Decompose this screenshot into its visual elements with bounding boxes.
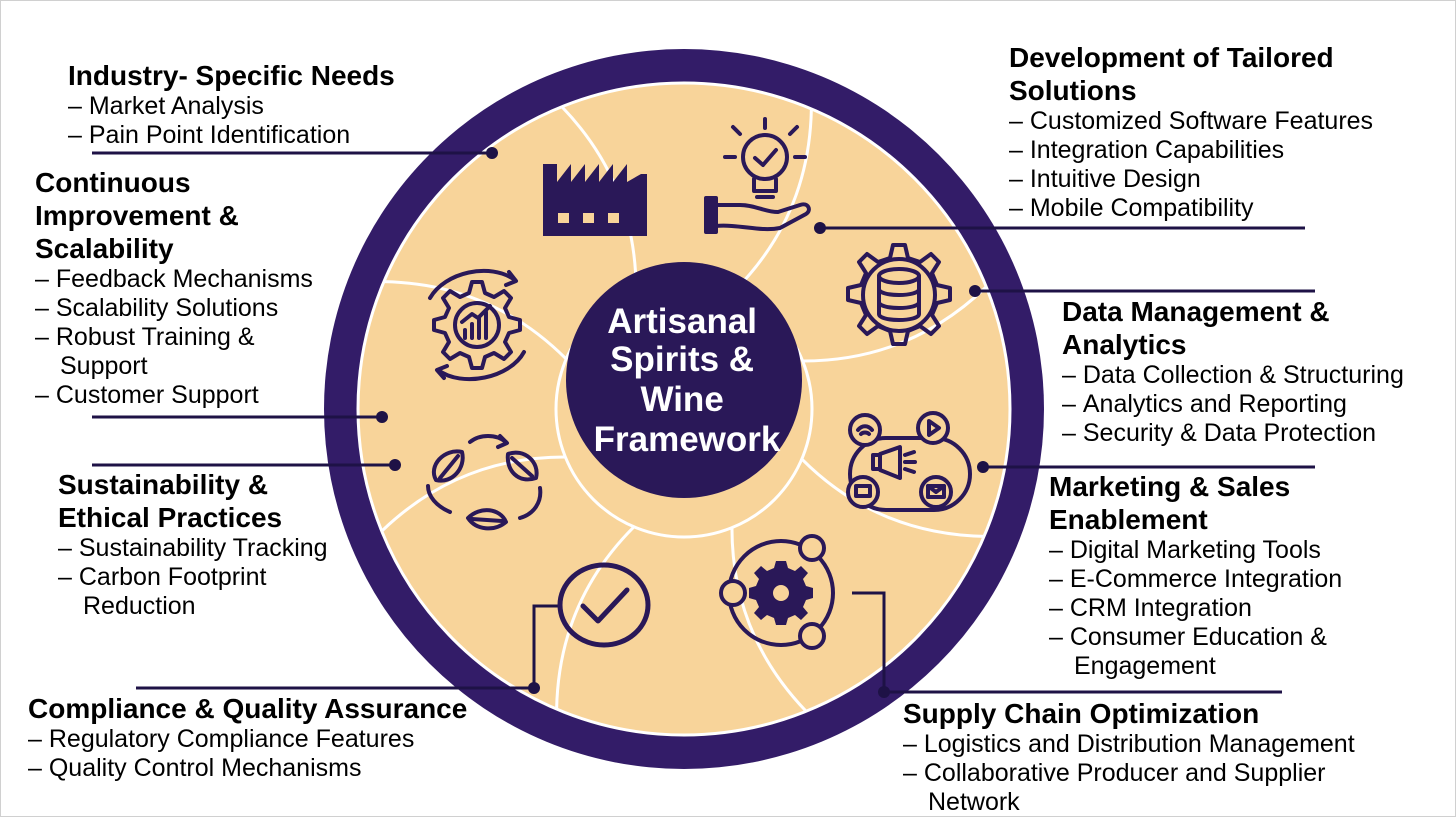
center-line-2: Spirits & xyxy=(610,340,754,379)
section-items-marketing: Digital Marketing Tools E-Commerce Integ… xyxy=(1049,536,1369,681)
dot-development xyxy=(814,222,826,234)
list-item: Digital Marketing Tools xyxy=(1049,536,1369,565)
section-improvement: Continuous Improvement & Scalability Fee… xyxy=(35,166,345,410)
connector-supply xyxy=(852,591,1282,694)
connector-compliance xyxy=(136,604,560,690)
segment-divider xyxy=(800,457,985,538)
network-gear-icon xyxy=(719,534,835,650)
list-item: Collaborative Producer and Supplier Netw… xyxy=(903,759,1383,817)
list-item: E-Commerce Integration xyxy=(1049,565,1369,594)
section-industry: Industry- Specific Needs Market Analysis… xyxy=(68,59,488,150)
section-supply: Supply Chain Optimization Logistics and … xyxy=(903,697,1383,817)
list-item: CRM Integration xyxy=(1049,594,1369,623)
section-items-improvement: Feedback Mechanisms Scalability Solution… xyxy=(35,265,345,410)
lightbulb-hand-icon xyxy=(704,117,811,234)
dot-supply xyxy=(878,686,890,698)
connector-dots xyxy=(376,147,989,698)
list-item: Analytics and Reporting xyxy=(1062,390,1452,419)
section-items-sustainability: Sustainability Tracking Carbon Footprint… xyxy=(58,534,368,621)
center-circle xyxy=(566,262,802,498)
factory-icon xyxy=(543,164,647,236)
section-title-improvement: Continuous Improvement & Scalability xyxy=(35,167,239,264)
list-item: Security & Data Protection xyxy=(1062,419,1452,448)
section-items-industry: Market Analysis Pain Point Identificatio… xyxy=(68,92,488,150)
section-items-supply: Logistics and Distribution Management Co… xyxy=(903,730,1383,817)
section-title-development: Development of Tailored Solutions xyxy=(1009,42,1334,106)
leaf-cycle-icon xyxy=(426,434,543,531)
list-item: Regulatory Compliance Features xyxy=(28,725,518,754)
section-items-development: Customized Software Features Integration… xyxy=(1009,107,1449,223)
section-compliance: Compliance & Quality Assurance Regulator… xyxy=(28,692,518,783)
section-sustainability: Sustainability & Ethical Practices Susta… xyxy=(58,468,368,621)
section-title-industry: Industry- Specific Needs xyxy=(68,60,395,91)
gear-cycle-icon xyxy=(428,268,526,382)
list-item: Data Collection & Structuring xyxy=(1062,361,1452,390)
section-data: Data Management & Analytics Data Collect… xyxy=(1062,295,1452,448)
section-marketing: Marketing & Sales Enablement Digital Mar… xyxy=(1049,470,1369,681)
section-items-compliance: Regulatory Compliance Features Quality C… xyxy=(28,725,518,783)
megaphone-icon xyxy=(846,411,972,512)
connectors xyxy=(92,151,1315,694)
list-item: Pain Point Identification xyxy=(68,121,488,150)
database-gear-icon xyxy=(846,243,952,346)
list-item: Sustainability Tracking xyxy=(58,534,368,563)
dot-improvement xyxy=(376,411,388,423)
section-development: Development of Tailored Solutions Custom… xyxy=(1009,41,1449,223)
list-item: Consumer Education & Engagement xyxy=(1049,623,1369,681)
list-item: Mobile Compatibility xyxy=(1009,194,1449,223)
list-item: Integration Capabilities xyxy=(1009,136,1449,165)
center-line-1: Artisanal xyxy=(607,302,757,341)
dot-compliance xyxy=(528,682,540,694)
section-title-data: Data Management & Analytics xyxy=(1062,296,1330,360)
section-title-sustainability: Sustainability & Ethical Practices xyxy=(58,469,283,533)
list-item: Feedback Mechanisms xyxy=(35,265,345,294)
dot-industry xyxy=(486,147,498,159)
center-label: Artisanal Spirits & Wine Framework xyxy=(594,302,781,459)
list-item: Quality Control Mechanisms xyxy=(28,754,518,783)
list-item: Customer Support xyxy=(35,381,345,410)
segment-divider xyxy=(380,455,566,533)
list-item: Logistics and Distribution Management xyxy=(903,730,1383,759)
dot-sustainability xyxy=(389,459,401,471)
list-item: Customized Software Features xyxy=(1009,107,1449,136)
segment-divider xyxy=(555,525,636,710)
section-title-compliance: Compliance & Quality Assurance xyxy=(28,693,468,724)
section-title-marketing: Marketing & Sales Enablement xyxy=(1049,471,1291,535)
list-item: Carbon Footprint Reduction xyxy=(58,563,368,621)
center-line-4: Framework xyxy=(594,420,781,459)
segment-divider xyxy=(730,527,808,713)
dot-marketing xyxy=(977,461,989,473)
center-line-3: Wine xyxy=(640,380,723,419)
section-title-supply: Supply Chain Optimization xyxy=(903,698,1260,729)
section-items-data: Data Collection & Structuring Analytics … xyxy=(1062,361,1452,448)
list-item: Intuitive Design xyxy=(1009,165,1449,194)
list-item: Market Analysis xyxy=(68,92,488,121)
list-item: Scalability Solutions xyxy=(35,294,345,323)
list-item: Robust Training & Support xyxy=(35,323,345,381)
check-circle-icon xyxy=(557,562,651,648)
dot-data xyxy=(969,285,981,297)
